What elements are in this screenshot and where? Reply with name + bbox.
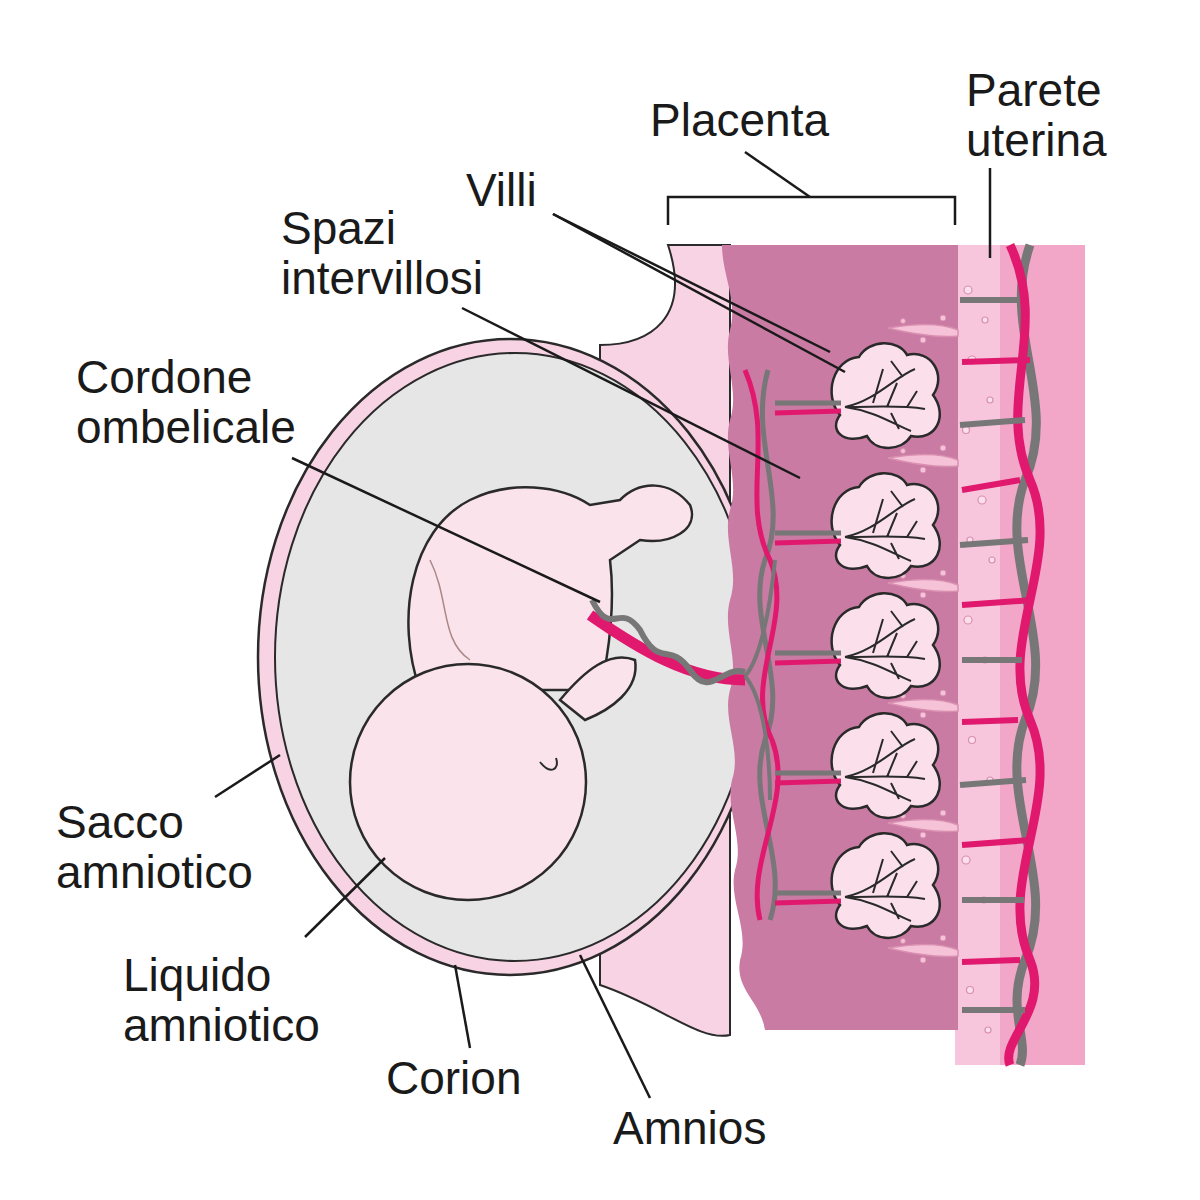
part-label: Liquido amniotico [123, 950, 358, 1050]
part-label: Sacco amniotico [56, 797, 291, 897]
part-label: Cordone ombelicale [76, 352, 326, 452]
part-label: Villi [466, 165, 537, 215]
part-label: Amnios [613, 1103, 766, 1153]
part-label: Parete uterina [966, 65, 1141, 165]
part-label: Corion [386, 1053, 522, 1103]
part-label: Spazi intervillosi [281, 203, 526, 303]
part-label: Placenta [650, 95, 829, 145]
